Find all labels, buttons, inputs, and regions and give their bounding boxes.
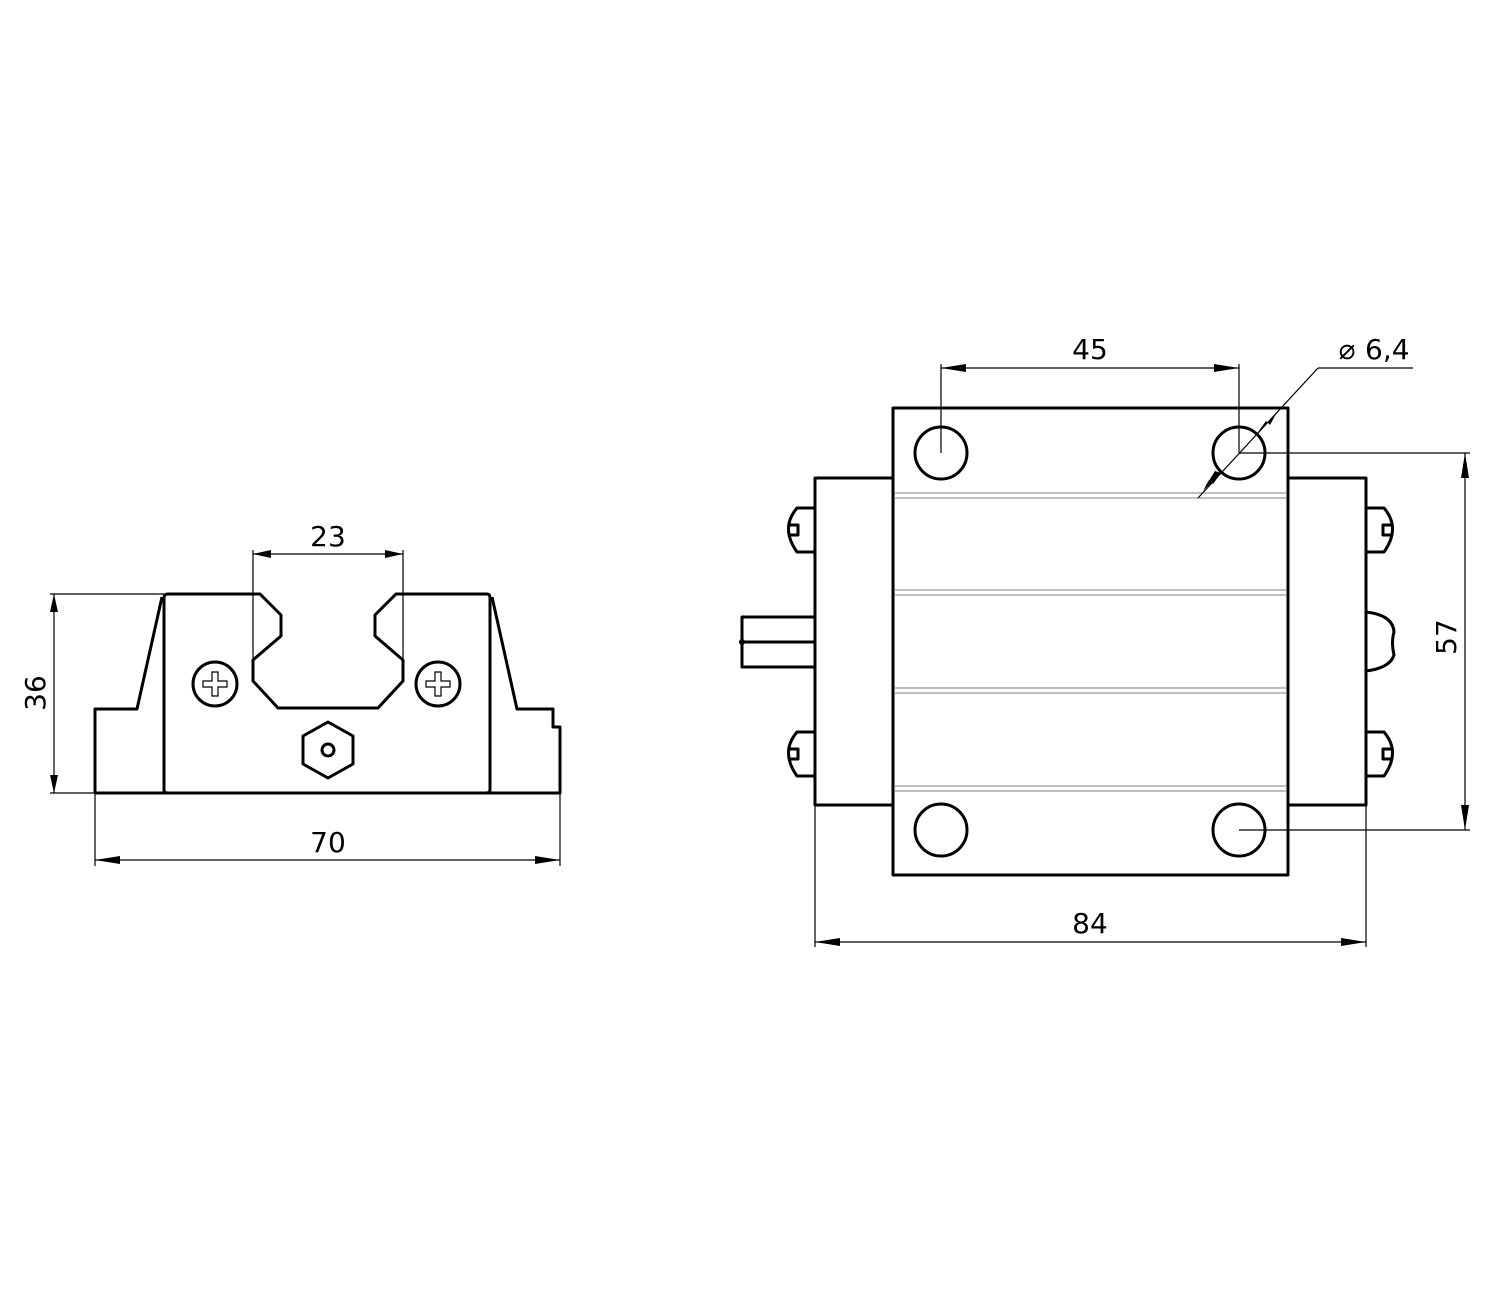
- dimension-length: 84: [814, 805, 1367, 947]
- end-seal-bump: [1365, 610, 1396, 673]
- grease-nipple-hex-icon: [301, 720, 355, 780]
- dim-height-label: 36: [19, 675, 52, 711]
- dimension-hole-spacing-x: 45: [940, 333, 1240, 453]
- end-cap-right: [1286, 476, 1368, 807]
- dim-hole-spacing-x-label: 45: [1072, 333, 1108, 366]
- side-screws: [787, 506, 1394, 778]
- end-cap-left: [813, 476, 895, 807]
- dim-hole-spacing-y-label: 57: [1430, 619, 1463, 655]
- grooves: [895, 492, 1286, 792]
- top-view: 45 ⌀ 6,4 57 84: [739, 333, 1470, 947]
- carriage-block-outline: [162, 592, 492, 795]
- front-view: 36 23 70: [19, 520, 562, 866]
- screw-head-icon: [787, 506, 815, 554]
- screw-head-icon: [1366, 730, 1394, 778]
- dimension-hole-spacing-y: 57: [1239, 452, 1470, 831]
- dim-rail-width-label: 23: [310, 520, 346, 553]
- screw-right-icon: [414, 660, 462, 708]
- mounting-hole-bottom-left: [913, 802, 969, 858]
- grease-nipple-shaft: [740, 615, 815, 669]
- dim-hole-diameter-label: 6,4: [1365, 333, 1410, 366]
- dimension-rail-width: 23: [252, 520, 404, 660]
- dim-length-label: 84: [1072, 907, 1108, 940]
- screw-head-icon: [1366, 506, 1394, 554]
- screw-left-icon: [191, 660, 239, 708]
- dim-width-label: 70: [310, 826, 346, 859]
- screw-head-icon: [787, 730, 815, 778]
- dimension-width: 70: [94, 793, 561, 866]
- shaft-tip-dot: [739, 639, 745, 645]
- diameter-symbol-icon: ⌀: [1339, 333, 1356, 366]
- dimension-height: 36: [19, 593, 164, 794]
- carriage-body: [891, 406, 1290, 877]
- dimension-hole-diameter: ⌀ 6,4: [1197, 333, 1413, 499]
